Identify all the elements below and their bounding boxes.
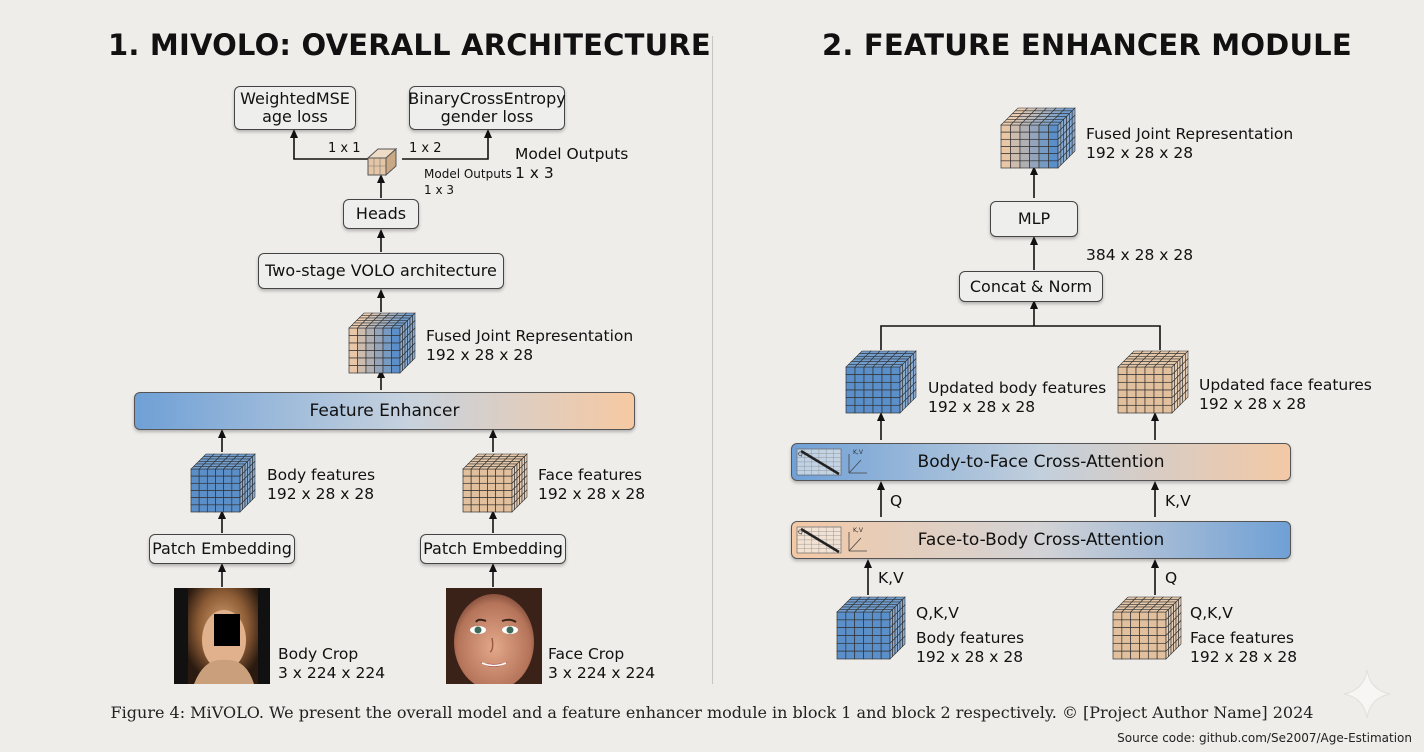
fused-left-line2: 192 x 28 x 28 (426, 346, 534, 364)
body-input-line0: Q,K,V (916, 604, 959, 622)
updated-face-line2: 192 x 28 x 28 (1199, 395, 1307, 413)
q-lower-label: Q (1165, 569, 1178, 587)
right-title: 2. FEATURE ENHANCER MODULE (822, 28, 1352, 62)
face-features-line2: 192 x 28 x 28 (538, 485, 646, 503)
output-cube-icon (366, 147, 398, 177)
source-note: Source code: github.com/Se2007/Age-Estim… (1117, 731, 1412, 745)
kv-upper-label: K,V (1165, 492, 1191, 510)
concat-dim-label: 384 x 28 x 28 (1086, 246, 1194, 264)
fused-right-line1: Fused Joint Representation (1086, 125, 1294, 143)
body-crop-line1: Body Crop (278, 645, 359, 663)
body-crop-image (174, 588, 270, 684)
dim-age-label: 1 x 1 (328, 141, 361, 156)
body-input-cube-icon (836, 596, 906, 660)
heads-box: Heads (343, 199, 419, 229)
updated-body-cube-icon (845, 350, 917, 414)
attention-matrix-icon: Q K,V (796, 526, 867, 554)
patch-embedding-face-box: Patch Embedding (420, 534, 566, 564)
sparkle-watermark-icon (1343, 669, 1391, 719)
attention-icon-kv-label: K,V (853, 527, 864, 534)
concat-norm-box: Concat & Norm (959, 271, 1103, 302)
kv-lower-label: K,V (878, 569, 904, 587)
attention-matrix-icon: Q K,V (796, 448, 867, 476)
face-crop-image (446, 588, 542, 684)
face-input-line0: Q,K,V (1190, 604, 1233, 622)
face-input-line2: 192 x 28 x 28 (1190, 648, 1298, 666)
face-input-cube-icon (1112, 596, 1182, 660)
attention-icon-q-label: Q (798, 529, 803, 536)
model-outputs-small-line2: 1 x 3 (424, 183, 454, 197)
updated-face-line1: Updated face features (1199, 376, 1372, 394)
body-to-face-label: Body-to-Face Cross-Attention (917, 452, 1165, 472)
model-outputs-line1: Model Outputs (515, 145, 629, 163)
attention-icon-q-label: Q (798, 451, 803, 458)
attention-icon-kv-label: K,V (853, 449, 864, 456)
dim-gender-label: 1 x 2 (409, 141, 442, 156)
gender-loss-line1: BinaryCrossEntropy (408, 89, 566, 108)
fused-cube-right-icon (1000, 107, 1076, 169)
body-features-cube-icon (190, 453, 256, 513)
updated-body-line2: 192 x 28 x 28 (928, 398, 1036, 416)
fused-right-line2: 192 x 28 x 28 (1086, 144, 1194, 162)
volo-box: Two-stage VOLO architecture (258, 253, 504, 289)
body-input-line2: 192 x 28 x 28 (916, 648, 1024, 666)
face-crop-line1: Face Crop (548, 645, 625, 663)
face-crop-line2: 3 x 224 x 224 (548, 664, 656, 682)
patch-embedding-body-box: Patch Embedding (149, 534, 295, 564)
fused-left-line1: Fused Joint Representation (426, 327, 634, 345)
age-loss-line1: WeightedMSE (240, 89, 350, 108)
age-loss-line2: age loss (262, 107, 328, 126)
figure-caption: Figure 4: MiVOLO. We present the overall… (110, 703, 1314, 722)
updated-body-line1: Updated body features (928, 379, 1107, 397)
body-input-line1: Body features (916, 629, 1025, 647)
face-input-line1: Face features (1190, 629, 1295, 647)
mlp-box: MLP (990, 201, 1078, 237)
face-features-cube-icon (462, 453, 528, 513)
updated-face-cube-icon (1117, 350, 1189, 414)
face-features-line1: Face features (538, 466, 643, 484)
model-outputs-small-line1: Model Outputs (424, 167, 512, 181)
model-outputs-line2: 1 x 3 (515, 164, 554, 182)
section-divider (712, 36, 713, 684)
feature-enhancer-bar: Feature Enhancer (134, 392, 635, 430)
q-upper-label: Q (890, 492, 903, 510)
body-features-line2: 192 x 28 x 28 (267, 485, 375, 503)
body-crop-line2: 3 x 224 x 224 (278, 664, 386, 682)
gender-loss-line2: gender loss (440, 107, 534, 126)
body-to-face-attention-bar: Body-to-Face Cross-Attention (791, 443, 1291, 481)
face-to-body-label: Face-to-Body Cross-Attention (917, 530, 1165, 550)
face-to-body-attention-bar: Face-to-Body Cross-Attention (791, 521, 1291, 559)
left-title: 1. MIVOLO: OVERALL ARCHITECTURE (108, 28, 711, 62)
body-features-line1: Body features (267, 466, 376, 484)
fused-cube-left-icon (348, 312, 416, 374)
